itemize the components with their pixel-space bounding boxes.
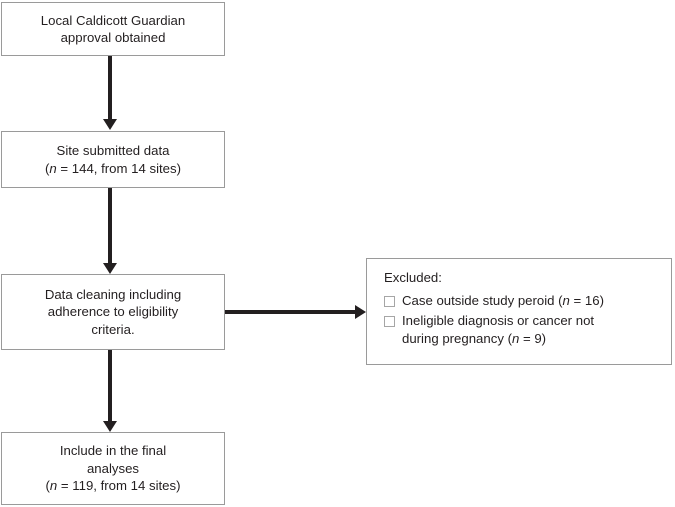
excluded-item-1-line-1: Case outside study peroid (n = 16): [402, 292, 661, 310]
excluded-item-2-line-2: during pregnancy (n = 9): [402, 330, 661, 348]
node-included-n-symbol: n: [49, 478, 58, 494]
node-submitted-line-2: (n = 144, from 14 sites): [45, 160, 181, 178]
node-cleaning-line-1: Data cleaning including: [44, 286, 182, 302]
node-submitted-n-symbol: n: [49, 160, 57, 176]
node-included-paren-open: (: [45, 478, 50, 494]
node-approval-line-2: approval obtained: [60, 30, 166, 45]
excluded-item-1-n-symbol: n: [562, 292, 570, 308]
excluded-item-1-stats: = 16): [569, 292, 604, 308]
node-excluded: Excluded: Case outside study peroid (n =…: [366, 258, 672, 365]
node-submitted-line-1: Site submitted data: [56, 143, 170, 158]
node-included-line-3: (n = 119, from 14 sites): [45, 477, 180, 495]
excluded-item-2-text: Ineligible diagnosis or cancer not durin…: [402, 312, 661, 347]
node-included-stats: = 119, from 14 sites): [57, 478, 181, 494]
excluded-item-2-line-1: Ineligible diagnosis or cancer not: [402, 313, 595, 328]
node-cleaning-line-2: adherence to eligibility: [47, 304, 179, 320]
node-submitted-paren-open: (: [45, 160, 50, 176]
node-cleaning: Data cleaning including adherence to eli…: [1, 274, 225, 350]
node-submitted: Site submitted data (n = 144, from 14 si…: [1, 131, 225, 188]
node-included-line-2: analyses: [86, 460, 140, 476]
excluded-title: Excluded:: [384, 270, 442, 285]
node-submitted-stats: = 144, from 14 sites): [56, 160, 181, 176]
excluded-item-2-label-cont: during pregnancy (: [402, 330, 512, 346]
node-approval-line-1: Local Caldicott Guardian: [40, 12, 186, 28]
node-included-line-1: Include in the final: [59, 443, 167, 459]
node-cleaning-line-3: criteria.: [91, 321, 135, 337]
excluded-item-1-label: Case outside study peroid (: [402, 292, 563, 308]
excluded-item-2: Ineligible diagnosis or cancer not durin…: [384, 312, 661, 347]
node-approval: Local Caldicott Guardian approval obtain…: [1, 2, 225, 56]
node-included: Include in the final analyses (n = 119, …: [1, 432, 225, 505]
checkbox-icon: [384, 295, 395, 307]
checkbox-icon: [384, 316, 395, 327]
excluded-item-2-n-symbol: n: [511, 330, 520, 346]
excluded-item-1-text: Case outside study peroid (n = 16): [402, 292, 661, 310]
excluded-item-2-stats: = 9): [519, 330, 547, 346]
excluded-item-1: Case outside study peroid (n = 16): [384, 292, 661, 310]
